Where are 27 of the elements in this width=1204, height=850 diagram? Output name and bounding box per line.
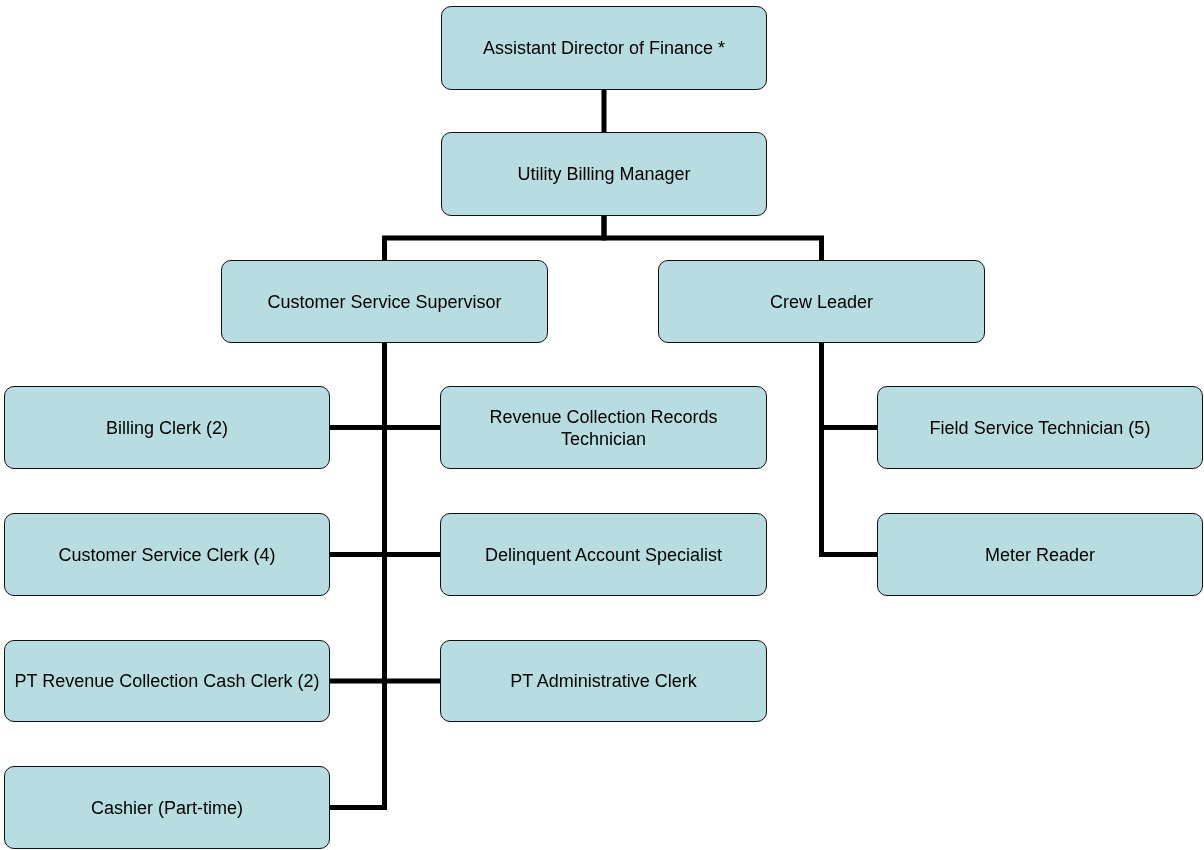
position-box xyxy=(658,260,985,343)
position-title: Crew Leader xyxy=(769,290,874,313)
position-title: Customer Service Clerk (4) xyxy=(58,543,276,566)
position-box xyxy=(440,513,767,596)
position-title: Delinquent Account Specialist xyxy=(484,543,723,566)
position-box xyxy=(221,260,548,343)
position-box xyxy=(440,386,767,469)
position-box xyxy=(877,386,1203,469)
position-title: Field Service Technician (5) xyxy=(929,416,1151,439)
position-title: Assistant Director of Finance * xyxy=(482,37,726,59)
position-title: Revenue Collection Records Technician xyxy=(488,405,719,450)
position-title: PT Administrative Clerk xyxy=(510,670,697,692)
position-title: PT Revenue Collection Cash Clerk (2) xyxy=(14,670,320,692)
position-box xyxy=(441,6,767,90)
position-title: Billing Clerk (2) xyxy=(106,416,228,439)
position-title: Meter Reader xyxy=(984,543,1096,566)
position-box xyxy=(441,132,767,216)
position-box xyxy=(4,640,330,722)
connector-line xyxy=(819,340,880,557)
position-title: Customer Service Supervisor xyxy=(267,290,502,313)
position-box xyxy=(4,513,330,596)
position-box xyxy=(4,386,330,469)
position-title: Utility Billing Manager xyxy=(517,163,691,185)
position-box xyxy=(440,640,767,722)
position-box xyxy=(4,766,330,849)
position-box xyxy=(877,513,1203,596)
position-title: Cashier (Part-time) xyxy=(91,796,243,819)
